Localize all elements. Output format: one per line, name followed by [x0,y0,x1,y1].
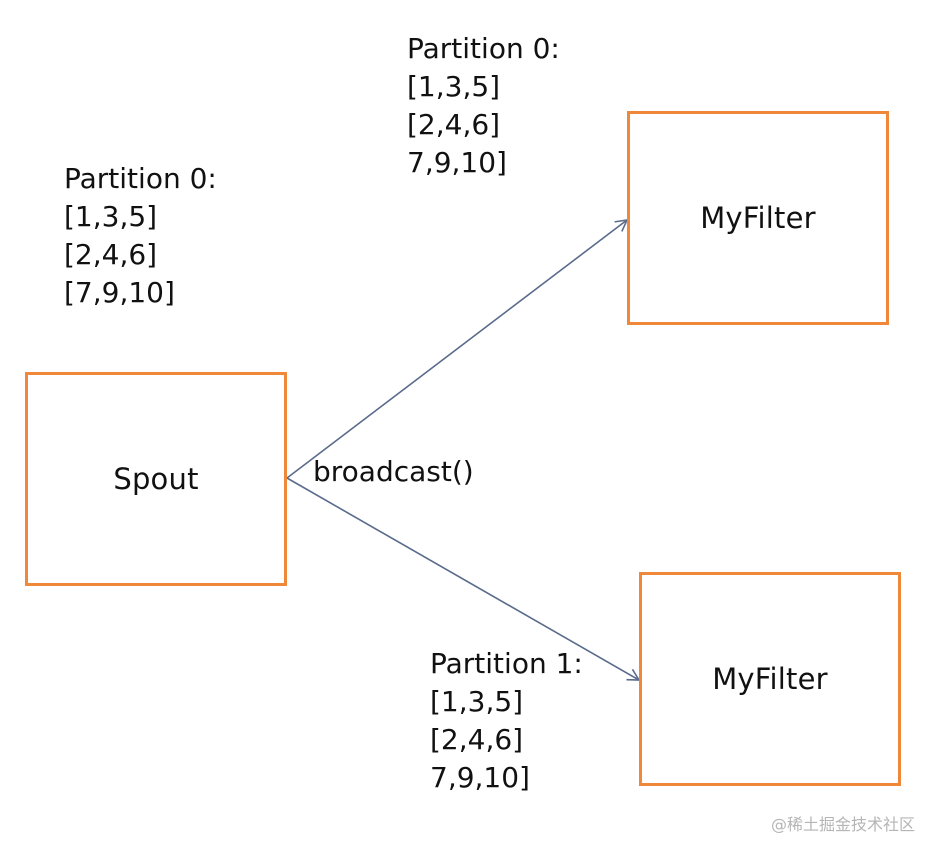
partition-bottom: Partition 1: [1,3,5] [2,4,6] 7,9,10] [430,645,583,797]
partition-top-title: Partition 0: [407,32,560,65]
filter-node-bottom: MyFilter [639,572,901,786]
spout-label: Spout [113,462,199,496]
edge-spout-to-top-filter [286,218,629,479]
broadcast-label: broadcast() [313,455,474,488]
partition-bottom-line-1: [1,3,5] [430,685,524,718]
partition-spout-line-2: [2,4,6] [64,238,158,271]
watermark: @稀土掘金技术社区 [770,815,915,834]
partition-bottom-line-3: 7,9,10] [430,761,530,794]
filter-top-label: MyFilter [700,201,816,235]
partition-bottom-title: Partition 1: [430,647,583,680]
partition-top: Partition 0: [1,3,5] [2,4,6] 7,9,10] [407,30,560,182]
partition-spout-line-1: [1,3,5] [64,200,158,233]
filter-bottom-label: MyFilter [712,662,828,696]
edge-spout-to-bottom-filter [286,477,641,681]
partition-spout-line-3: [7,9,10] [64,276,175,309]
spout-node: Spout [25,372,287,586]
partition-spout-title: Partition 0: [64,162,217,195]
partition-top-line-1: [1,3,5] [407,70,501,103]
partition-spout: Partition 0: [1,3,5] [2,4,6] [7,9,10] [64,160,217,312]
partition-top-line-2: [2,4,6] [407,108,501,141]
partition-bottom-line-2: [2,4,6] [430,723,524,756]
filter-node-top: MyFilter [627,111,889,325]
partition-top-line-3: 7,9,10] [407,146,507,179]
